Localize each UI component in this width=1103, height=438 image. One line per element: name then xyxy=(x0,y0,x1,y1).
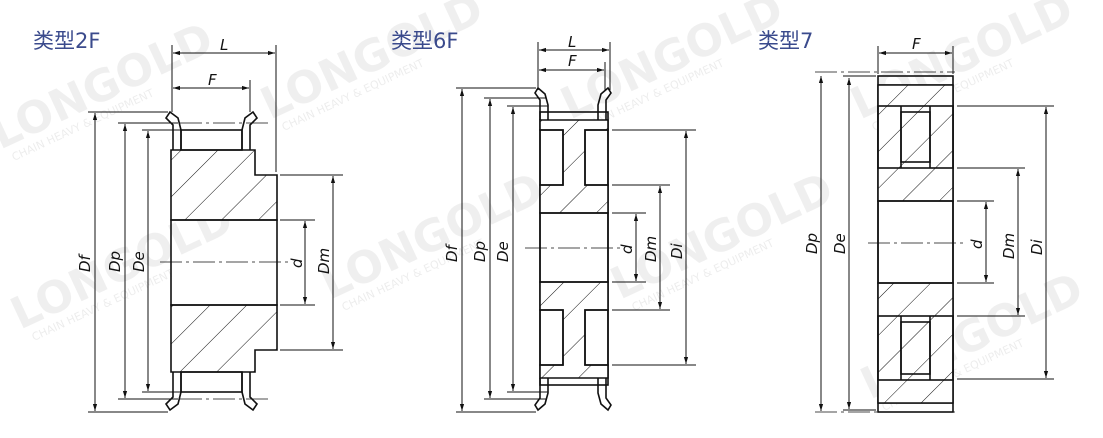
dim-label-Df: Df xyxy=(443,242,461,262)
svg-text:LONGOLD: LONGOLD xyxy=(553,0,791,130)
dim-label-De: De xyxy=(130,251,148,272)
dim-label-Dm: Dm xyxy=(1000,233,1018,259)
dim-label-F: F xyxy=(568,52,577,70)
dim-label-Dp: Dp xyxy=(803,233,821,254)
dim-label-Di: Di xyxy=(668,242,686,259)
dim-label-Dp: Dp xyxy=(106,251,124,272)
dim-label-Dm: Dm xyxy=(642,236,660,262)
drawing-type-2f: 类型2F L F Df Dp De xyxy=(33,29,343,413)
dim-label-L: L xyxy=(220,36,228,54)
dim-label-d: d xyxy=(288,258,306,268)
dim-label-F: F xyxy=(208,71,217,89)
dim-label-d: d xyxy=(618,244,636,254)
svg-text:LONGOLD: LONGOLD xyxy=(313,163,551,310)
svg-text:LONGOLD: LONGOLD xyxy=(253,0,491,130)
drawing-title: 类型7 xyxy=(758,29,813,53)
dim-label-Di: Di xyxy=(1028,238,1046,255)
dim-label-Dm: Dm xyxy=(315,248,333,274)
drawing-type-7: 类型7 F Dp De d D xyxy=(758,29,1054,413)
drawing-type-6f: 类型6F L F xyxy=(391,29,696,413)
drawing-title: 类型6F xyxy=(391,29,458,53)
drawing-title: 类型2F xyxy=(33,29,100,53)
dim-label-De: De xyxy=(494,241,512,262)
dim-label-Dp: Dp xyxy=(471,241,489,262)
dim-label-Df: Df xyxy=(76,252,94,272)
dim-label-d: d xyxy=(968,239,986,249)
dim-label-De: De xyxy=(831,233,849,254)
dim-label-L: L xyxy=(568,33,576,51)
dim-label-F: F xyxy=(912,35,921,53)
